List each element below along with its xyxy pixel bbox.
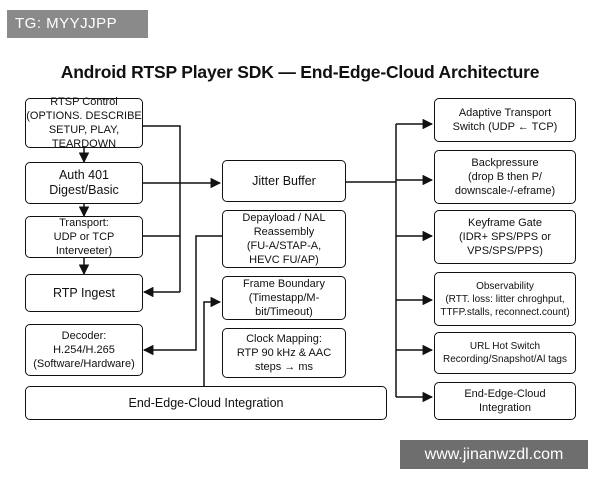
integration-right-box: End-Edge-Cloud Integration	[434, 382, 576, 420]
rtp-ingest-box: RTP Ingest	[25, 274, 143, 312]
frame-boundary-box: Frame Boundary (Timestapp/M-bit/Timeout)	[222, 276, 346, 320]
adaptive-transport-box: Adaptive Transport Switch (UDP ← TCP)	[434, 98, 576, 142]
decoder-box: Decoder: H.254/H.265 (Software/Hardware)	[25, 324, 143, 376]
url-hot-switch-box: URL Hot Switch Recording/Snapshot/Al tag…	[434, 332, 576, 374]
clock-mapping-box: Clock Mapping: RTP 90 kHz & AAC steps → …	[222, 328, 346, 378]
rtsp-control-box: RTSP Control (OPTIONS. DESCRIBE SETUP, P…	[25, 96, 143, 150]
depayload-box: Depayload / NAL Reassembly (FU-A/STAP-A,…	[222, 210, 346, 268]
jitter-buffer-box: Jitter Buffer	[222, 160, 346, 202]
backpressure-box: Backpressure (drop B then P/ downscale-/…	[434, 150, 576, 204]
diagram-title: Android RTSP Player SDK — End-Edge-Cloud…	[60, 62, 540, 82]
channel-tag: TG: MYYJJPP	[7, 10, 148, 38]
integration-bottom-box: End-Edge-Cloud Integration	[25, 386, 387, 420]
transport-box: Transport: UDP or TCP Interveeter)	[25, 216, 143, 258]
arrow-depayload-to-decoder	[142, 235, 222, 356]
keyframe-gate-box: Keyframe Gate (IDR+ SPS/PPS or VPS/SPS/P…	[434, 210, 576, 264]
bus-control	[142, 125, 181, 292]
site-watermark: www.jinanwzdl.com	[400, 440, 588, 469]
auth-box: Auth 401 Digest/Basic	[25, 162, 143, 204]
arrow-integration-to-frame	[203, 296, 222, 386]
observability-box: Observability (RTT. loss: litter chroghp…	[434, 272, 576, 326]
